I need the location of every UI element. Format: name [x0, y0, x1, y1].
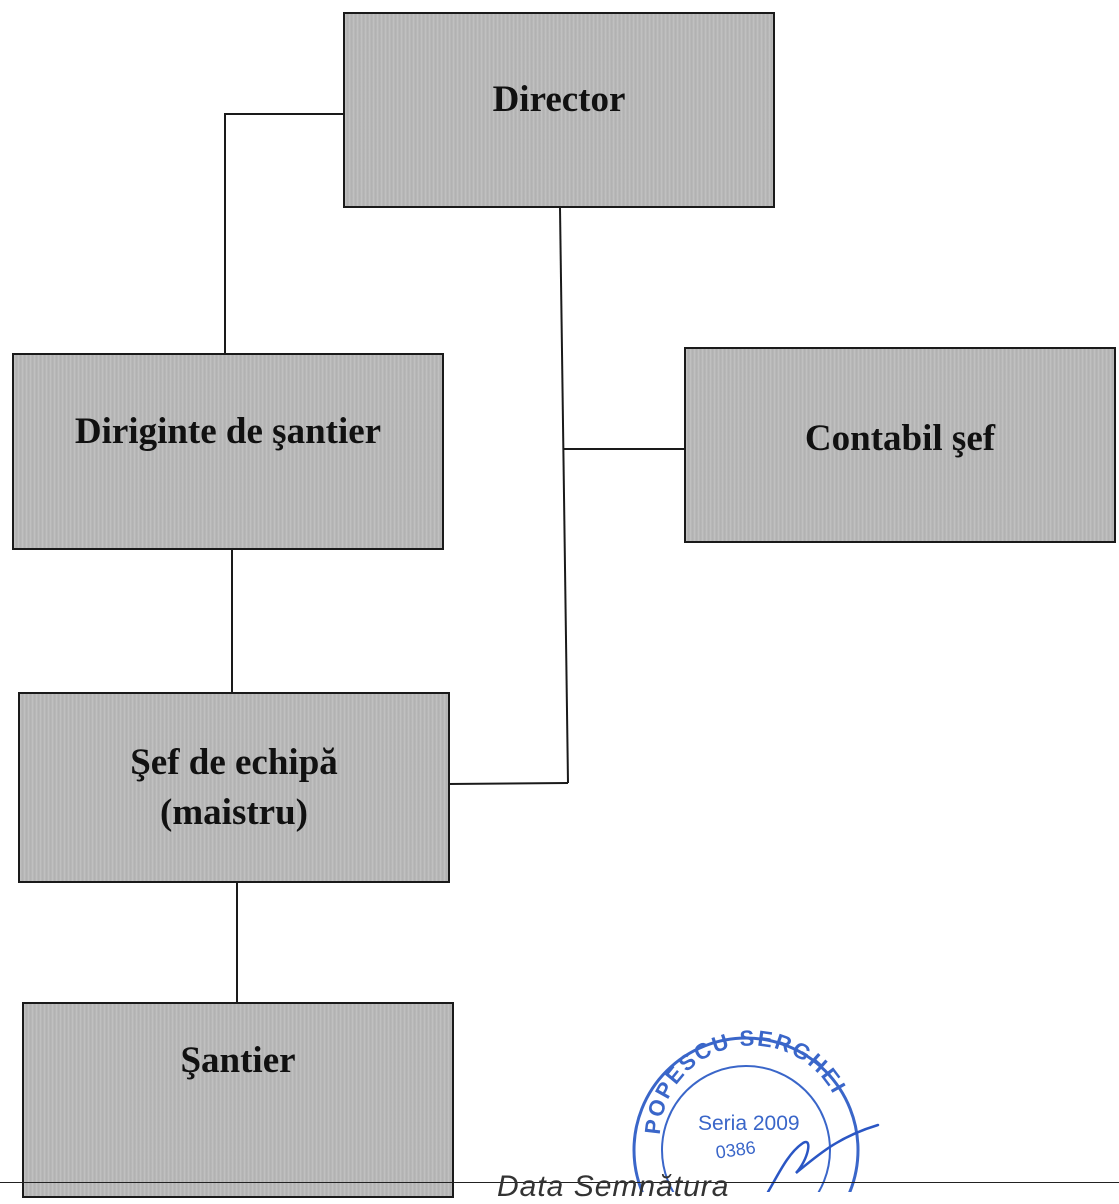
node-director-label: Director: [492, 79, 626, 121]
connector-trunk-sef-echipa: [447, 782, 569, 785]
svg-text:Seria 2009: Seria 2009: [698, 1112, 800, 1135]
node-sef-echipa-label-line2: (maistru): [160, 791, 308, 833]
connector-director-trunk: [559, 207, 569, 784]
node-diriginte-de-santier: Diriginte de şantier: [12, 353, 444, 550]
node-contabil-label: Contabil şef: [804, 418, 996, 460]
node-director: Director: [343, 12, 775, 208]
footer-line: [0, 1182, 1119, 1183]
node-contabil-sef: Contabil şef: [684, 347, 1116, 543]
node-santier: Şantier: [22, 1002, 454, 1198]
connector-director-diriginte: [224, 113, 343, 353]
node-sef-echipa-label-line1: Şef de echipă: [130, 741, 338, 783]
node-santier-label: Şantier: [180, 1040, 296, 1082]
svg-text:0386: 0386: [714, 1137, 756, 1162]
footer-date-signature: Data Semnătura: [497, 1170, 730, 1203]
official-stamp: POPESCU SERGHEI · PER Seria 2009 0386: [628, 1025, 880, 1192]
node-diriginte-label: Diriginte de şantier: [74, 410, 382, 452]
node-sef-de-echipa: Şef de echipă (maistru): [18, 692, 450, 883]
signature-mark: [766, 1123, 880, 1192]
